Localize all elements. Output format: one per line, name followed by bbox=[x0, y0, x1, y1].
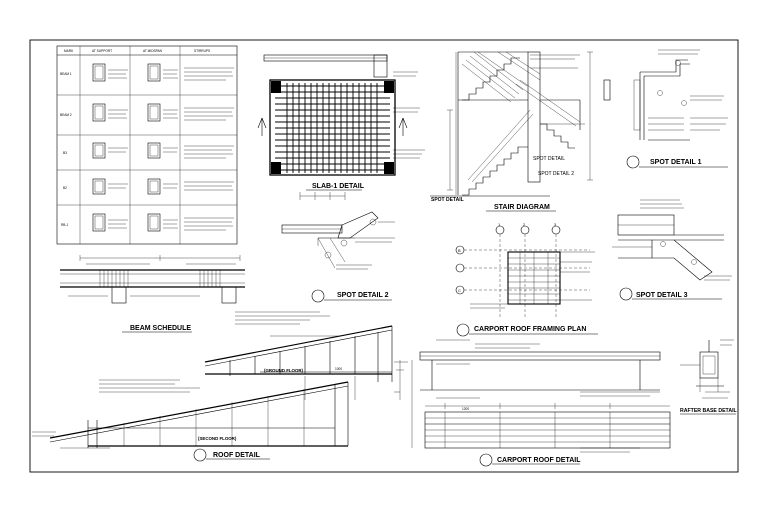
schedule-row-label: BEAM 2 bbox=[60, 113, 72, 117]
beam-schedule-title: BEAM SCHEDULE bbox=[130, 325, 191, 332]
stair-spot-detail-2-label: SPOT DETAIL 2 bbox=[538, 171, 574, 177]
carport-roof-title: CARPORT ROOF DETAIL bbox=[497, 457, 581, 464]
carport-roof-detail bbox=[411, 339, 671, 453]
spot-detail-1-title: SPOT DETAIL 1 bbox=[650, 159, 702, 166]
rafter-base-detail bbox=[680, 339, 734, 399]
stair-diagram-title: STAIR DIAGRAM bbox=[494, 204, 550, 211]
stair-spot-detail-label-2: SPOT DETAIL bbox=[431, 197, 464, 203]
beam-elevation bbox=[60, 255, 245, 304]
roof-detail-title: ROOF DETAIL bbox=[213, 452, 261, 459]
schedule-header-support: AT SUPPORT bbox=[92, 49, 112, 53]
roof-detail-section bbox=[32, 311, 408, 449]
schedule-row-label: B2 bbox=[63, 186, 67, 190]
second-floor-label: (SECOND FLOOR) bbox=[198, 436, 237, 441]
grid-mark-2: 2 bbox=[523, 222, 526, 227]
grid-mark-1: 1 bbox=[498, 222, 501, 227]
slab-detail-title: SLAB-1 DETAIL bbox=[312, 183, 365, 190]
carport-dim-1200: 1200 bbox=[462, 407, 469, 411]
ground-floor-label: (GROUND FLOOR) bbox=[264, 368, 304, 373]
roof-dim-1000: 1000 bbox=[335, 367, 342, 371]
stair-spot-detail-label: SPOT DETAIL bbox=[533, 156, 565, 162]
spot-detail-3-title: SPOT DETAIL 3 bbox=[636, 292, 688, 299]
spot-detail-2-drawing bbox=[281, 192, 395, 270]
schedule-header-stirrups: STIRRUPS bbox=[194, 49, 210, 53]
beam-schedule-table: MARK AT SUPPORT AT MIDSPAN STIRRUPS BEAM… bbox=[56, 45, 238, 245]
schedule-row-label: BEAM 1 bbox=[60, 72, 72, 76]
grid-mark-3: 3 bbox=[554, 222, 557, 227]
carport-framing-title: CARPORT ROOF FRAMING PLAN bbox=[474, 326, 586, 333]
schedule-row-label: B3 bbox=[63, 151, 67, 155]
sheet-border bbox=[29, 39, 739, 473]
stair-diagram bbox=[430, 51, 611, 197]
carport-framing-plan bbox=[455, 225, 595, 318]
schedule-header-midspan: AT MIDSPAN bbox=[143, 49, 163, 53]
spot-detail-3-drawing bbox=[612, 199, 732, 281]
schedule-row-label: RB-1 bbox=[61, 223, 68, 227]
spot-detail-2-title: SPOT DETAIL 2 bbox=[337, 292, 389, 299]
grid-mark-c: C bbox=[458, 288, 461, 293]
spot-detail-1-drawing bbox=[633, 49, 728, 141]
grid-mark-b: B bbox=[458, 248, 461, 253]
rafter-base-title: RAFTER BASE DETAIL bbox=[680, 408, 738, 414]
schedule-header-mark: MARK bbox=[64, 49, 74, 53]
slab-detail-grid bbox=[257, 54, 425, 176]
